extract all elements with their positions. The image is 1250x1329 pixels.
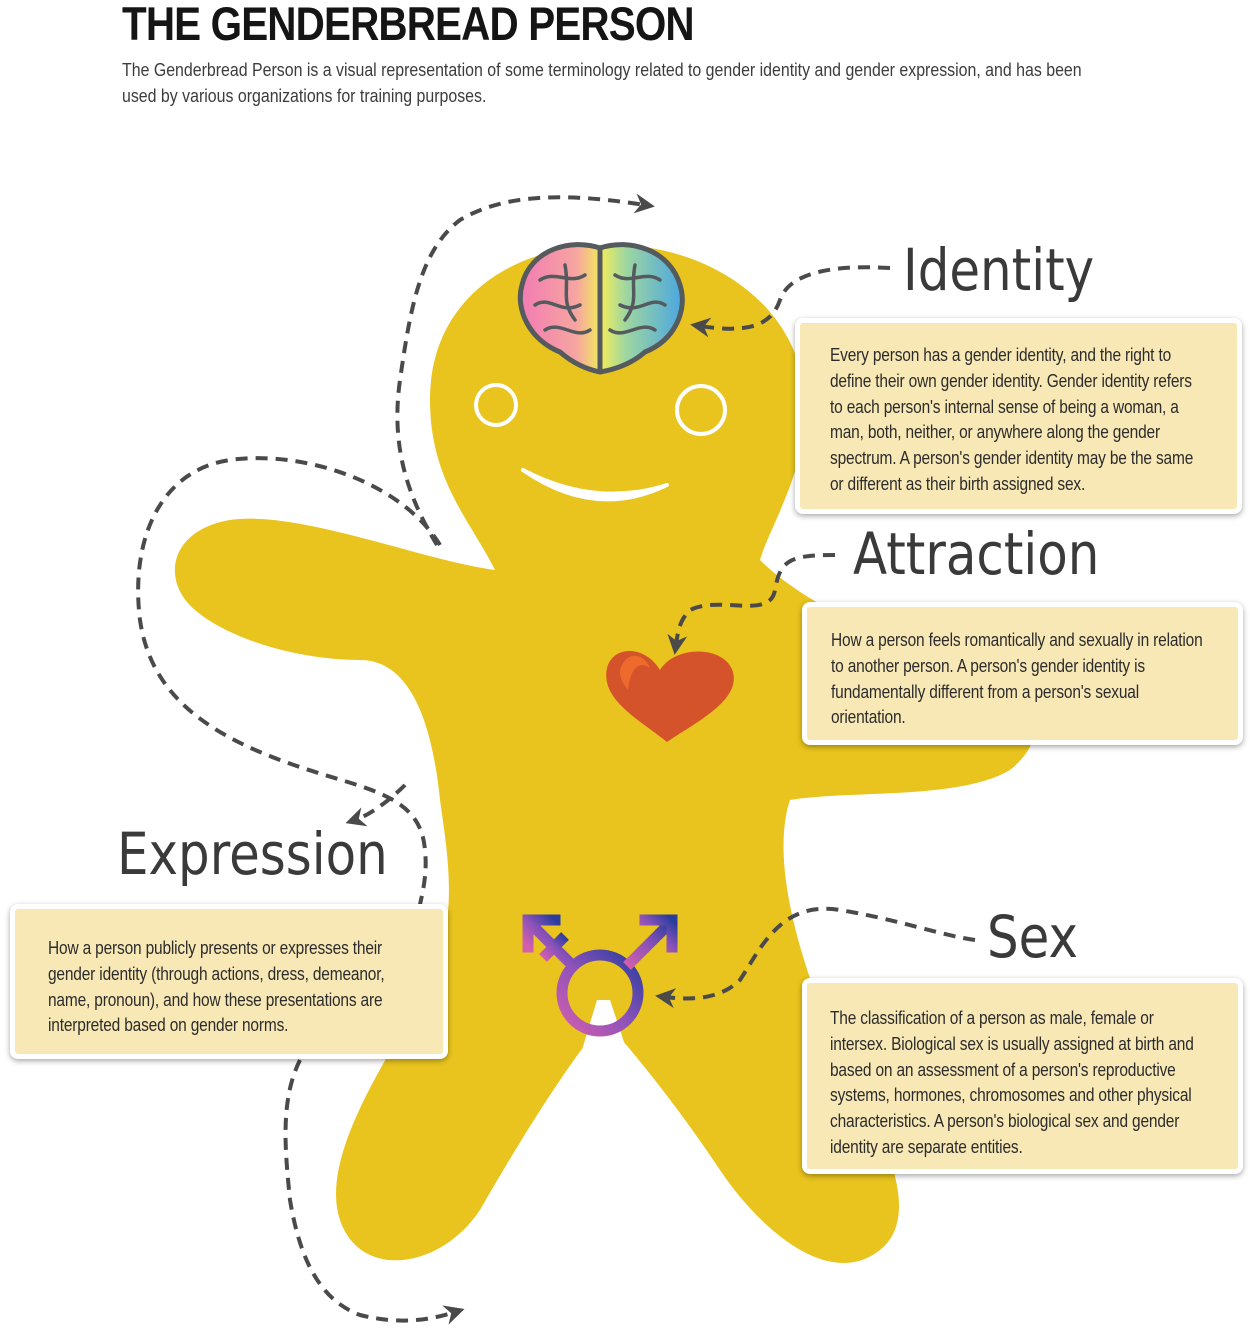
page-title: THE GENDERBREAD PERSON <box>122 0 695 50</box>
dashed-arrows <box>136 193 976 1325</box>
identity-label: Identity <box>903 236 1095 304</box>
sex-description: The classification of a person as male, … <box>830 1008 1194 1157</box>
expression-description-box: How a person publicly presents or expres… <box>10 904 448 1059</box>
left-eye-icon <box>474 383 518 427</box>
attraction-description-box: How a person feels romantically and sexu… <box>802 602 1243 745</box>
right-eye-icon <box>675 384 727 436</box>
sex-label: Sex <box>987 903 1078 971</box>
identity-description: Every person has a gender identity, and … <box>830 345 1194 494</box>
sex-description-box: The classification of a person as male, … <box>802 978 1243 1174</box>
heart-icon <box>606 650 734 742</box>
attraction-label: Attraction <box>853 520 1100 588</box>
attraction-description: How a person feels romantically and sexu… <box>831 630 1203 728</box>
brain-icon <box>517 242 685 375</box>
expression-description: How a person publicly presents or expres… <box>48 938 385 1036</box>
identity-description-box: Every person has a gender identity, and … <box>795 318 1242 514</box>
page-subtitle: The Genderbread Person is a visual repre… <box>122 59 1082 106</box>
transgender-symbol-icon <box>522 914 678 1088</box>
expression-label: Expression <box>117 820 388 888</box>
smile-icon <box>521 468 669 502</box>
